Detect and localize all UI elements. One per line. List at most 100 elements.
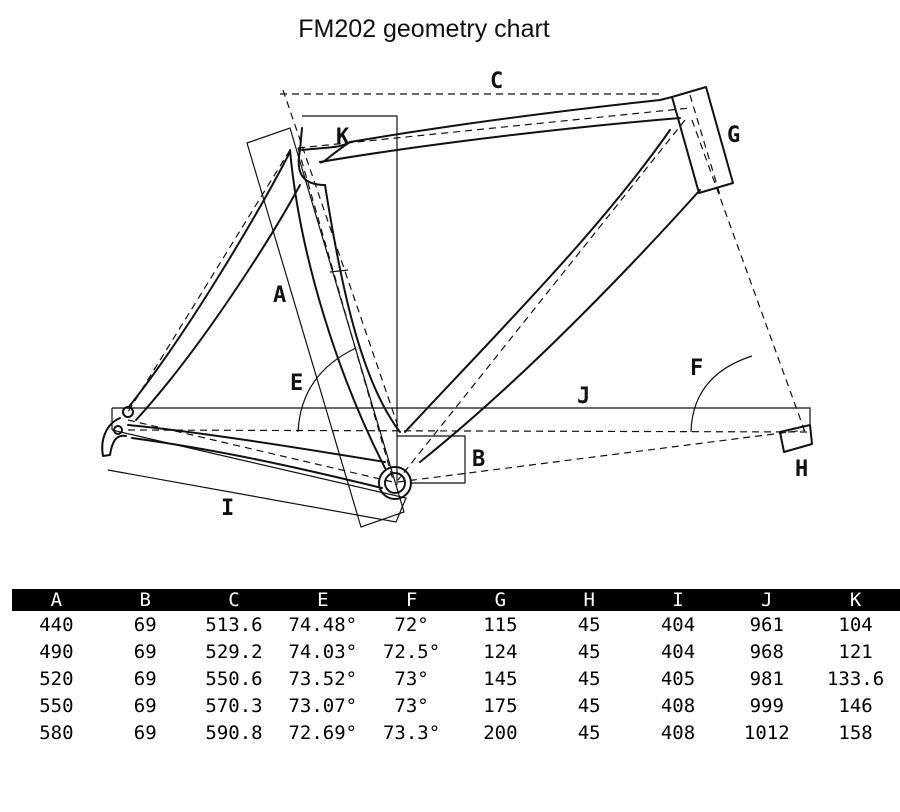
col-header: K bbox=[811, 589, 900, 611]
table-cell: 520 bbox=[39, 667, 74, 690]
rear-dropout bbox=[101, 417, 127, 457]
table-cell: 73.3° bbox=[382, 721, 441, 744]
centerline-top-tube bbox=[297, 107, 691, 149]
table-cell: 69 bbox=[133, 640, 157, 663]
col-header: C bbox=[189, 589, 279, 611]
table-cell: 74.03° bbox=[288, 640, 358, 663]
table-cell: 45 bbox=[577, 613, 601, 636]
derailleur-hanger bbox=[113, 425, 123, 435]
seat-tube-tick bbox=[329, 269, 349, 273]
centerline-seat-tube bbox=[297, 147, 394, 481]
table-cell: 45 bbox=[577, 694, 601, 717]
label-j: J bbox=[577, 384, 590, 409]
table-cell: 513.6 bbox=[205, 613, 263, 636]
seat-cluster bbox=[297, 127, 351, 186]
label-i: I bbox=[221, 496, 234, 521]
table-cell: 73.52° bbox=[288, 667, 358, 690]
label-e: E bbox=[290, 371, 303, 396]
table-row: 580 69 590.8 72.69° 73.3° 200 45 408 101… bbox=[12, 719, 900, 746]
table-cell: 104 bbox=[838, 613, 873, 636]
table-cell: 550 bbox=[39, 694, 74, 717]
table-cell: 115 bbox=[483, 613, 518, 636]
table-cell: 73° bbox=[394, 667, 429, 690]
measure-box-a bbox=[246, 127, 405, 528]
table-cell: 961 bbox=[749, 613, 784, 636]
table-cell: 124 bbox=[483, 640, 518, 663]
col-header: J bbox=[722, 589, 812, 611]
table-row: 440 69 513.6 74.48° 72° 115 45 404 961 1… bbox=[12, 611, 900, 638]
table-cell: 968 bbox=[749, 640, 784, 663]
table-row: 520 69 550.6 73.52° 73° 145 45 405 981 1… bbox=[12, 665, 900, 692]
rear-axle bbox=[122, 406, 134, 418]
table-header-row: A B C E F G H I J K bbox=[12, 589, 900, 611]
table-cell: 69 bbox=[133, 667, 157, 690]
table-cell: 590.8 bbox=[205, 721, 263, 744]
table-cell: 404 bbox=[660, 640, 696, 663]
col-header: I bbox=[633, 589, 723, 611]
table-cell: 580 bbox=[39, 721, 74, 744]
table-cell: 146 bbox=[838, 694, 873, 717]
fork-end bbox=[779, 424, 813, 453]
col-header: E bbox=[278, 589, 368, 611]
table-cell: 73.07° bbox=[288, 694, 358, 717]
seat-stays bbox=[127, 151, 301, 421]
label-a: A bbox=[273, 283, 286, 308]
table-cell: 69 bbox=[133, 694, 157, 717]
centerline-chain-stay bbox=[127, 419, 394, 483]
centerline-fork bbox=[691, 119, 806, 433]
table-row: 550 69 570.3 73.07° 73° 175 45 408 999 1… bbox=[12, 692, 900, 719]
table-cell: 999 bbox=[749, 694, 784, 717]
table-cell: 45 bbox=[577, 640, 601, 663]
table-cell: 200 bbox=[483, 721, 518, 744]
table-cell: 73° bbox=[394, 694, 429, 717]
table-cell: 570.3 bbox=[205, 694, 263, 717]
angle-arc-f bbox=[690, 355, 753, 433]
chart-title: FM202 geometry chart bbox=[298, 15, 550, 43]
table-cell: 408 bbox=[660, 721, 696, 744]
table-cell: 69 bbox=[133, 613, 157, 636]
label-f: F bbox=[690, 356, 703, 381]
table-cell: 175 bbox=[483, 694, 518, 717]
table-row: 490 69 529.2 74.03° 72.5° 124 45 404 968… bbox=[12, 638, 900, 665]
table-cell: 158 bbox=[838, 721, 873, 744]
centerline-wheelbase bbox=[127, 429, 811, 433]
col-header: G bbox=[455, 589, 545, 611]
down-tube bbox=[404, 129, 701, 463]
table-cell: 145 bbox=[483, 667, 518, 690]
centerline-head-angle bbox=[689, 94, 721, 196]
geometry-table: A B C E F G H I J K 440 69 513.6 74.48° … bbox=[12, 589, 900, 746]
col-header: A bbox=[12, 589, 101, 611]
table-cell: 404 bbox=[660, 613, 696, 636]
table-cell: 405 bbox=[660, 667, 696, 690]
label-c: C bbox=[490, 69, 503, 94]
centerline-seat-stay bbox=[127, 149, 291, 413]
table-cell: 490 bbox=[39, 640, 74, 663]
col-header: H bbox=[544, 589, 634, 611]
table-cell: 440 bbox=[39, 613, 74, 636]
table-cell: 408 bbox=[660, 694, 696, 717]
label-h: H bbox=[795, 457, 808, 482]
table-cell: 72.5° bbox=[382, 640, 441, 663]
label-k: K bbox=[336, 125, 350, 150]
frame-geometry-diagram: C K G A E F J B H I bbox=[101, 69, 813, 528]
head-tube bbox=[671, 86, 734, 194]
label-b: B bbox=[472, 447, 485, 472]
table-cell: 550.6 bbox=[205, 667, 263, 690]
centerline-front-center bbox=[397, 429, 806, 483]
seat-tube bbox=[289, 149, 401, 469]
table-cell: 529.2 bbox=[205, 640, 263, 663]
label-g: G bbox=[727, 123, 740, 148]
measure-line-j bbox=[111, 407, 811, 430]
table-cell: 72° bbox=[394, 613, 429, 636]
centerline-down-tube bbox=[397, 119, 686, 481]
bottom-bracket-inner bbox=[384, 472, 406, 494]
top-tube bbox=[301, 96, 681, 163]
table-cell: 1012 bbox=[743, 721, 790, 744]
table-cell: 74.48° bbox=[288, 613, 358, 636]
angle-arc-e bbox=[297, 347, 357, 433]
table-cell: 981 bbox=[749, 667, 784, 690]
table-cell: 45 bbox=[577, 721, 601, 744]
measure-box-i bbox=[107, 429, 407, 523]
table-cell: 45 bbox=[577, 667, 601, 690]
col-header: F bbox=[367, 589, 456, 611]
